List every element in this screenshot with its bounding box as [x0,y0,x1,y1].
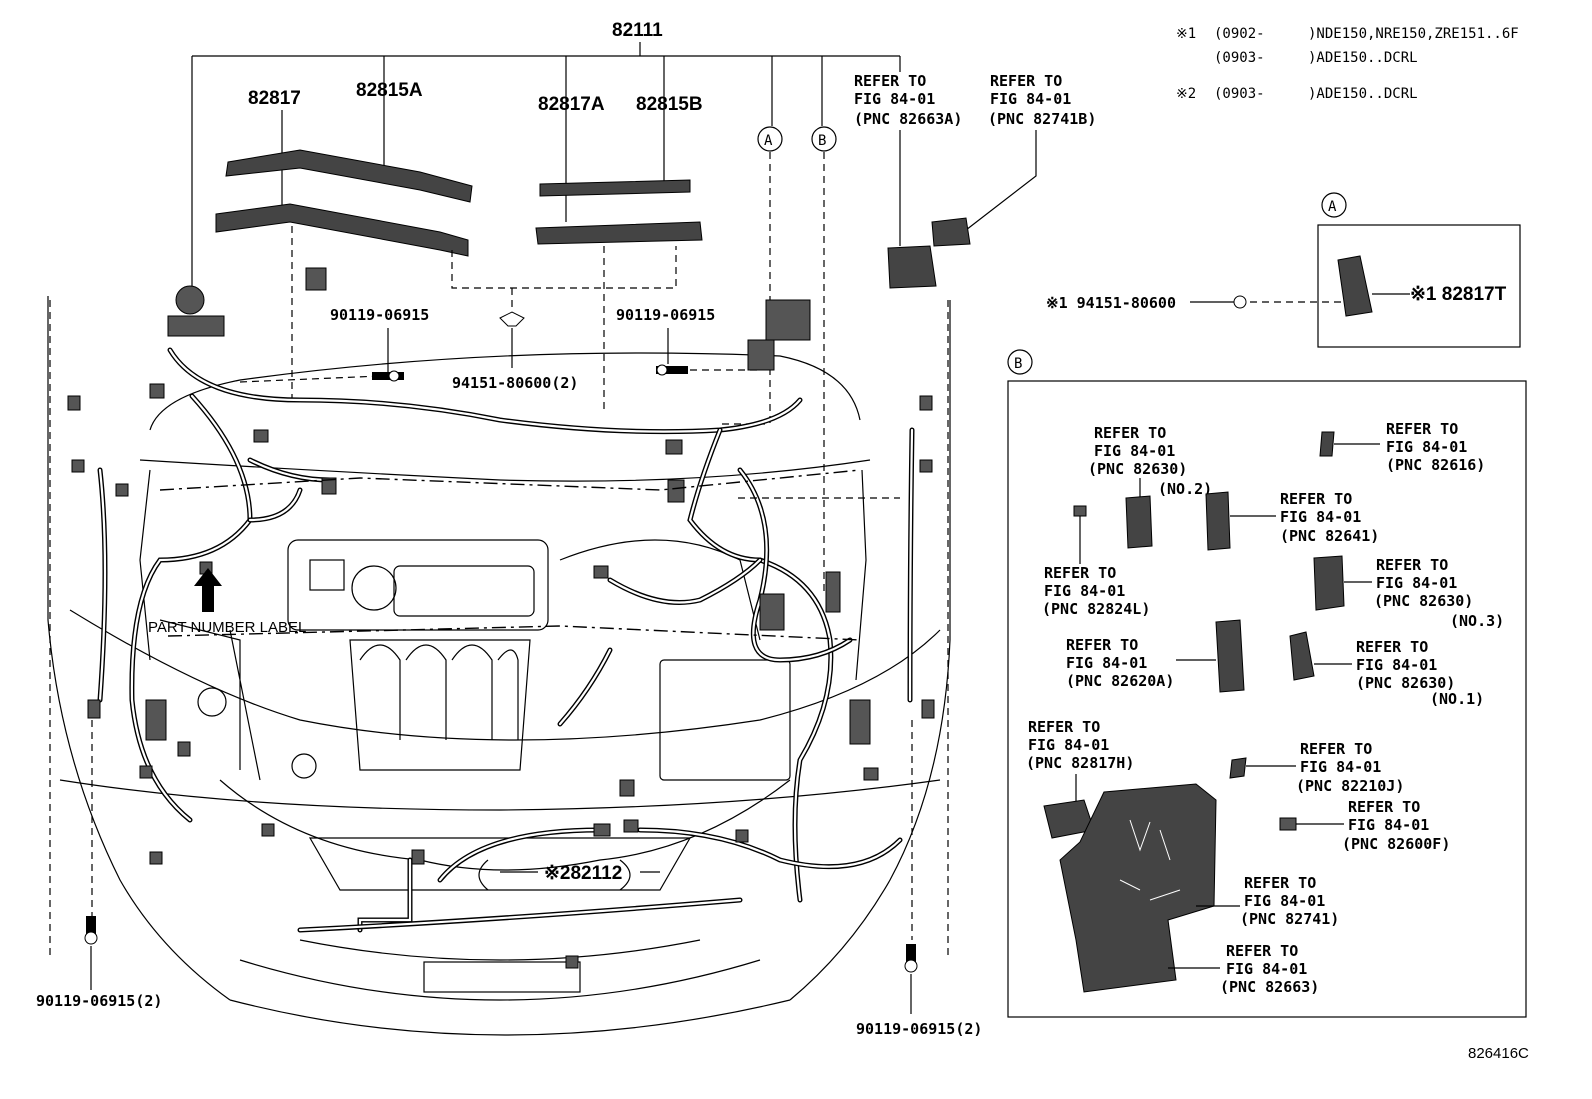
svg-text:(NO.2): (NO.2) [1158,480,1212,498]
svg-text:B: B [1014,356,1022,372]
svg-text:(PNC 82641): (PNC 82641) [1280,527,1379,545]
svg-text:A: A [764,133,773,149]
svg-text:FIG 84-01: FIG 84-01 [990,90,1071,108]
svg-text:FIG 84-01: FIG 84-01 [1226,960,1307,978]
engine-bay-outline [47,296,951,1036]
svg-text:90119-06915(2): 90119-06915(2) [856,1020,982,1038]
svg-text:REFER TO: REFER TO [1044,564,1116,582]
protector-82815b [539,179,691,197]
svg-text:(PNC 82741): (PNC 82741) [1240,910,1339,928]
bolt-bottom-left: 90119-06915(2) [36,916,162,1010]
svg-text:(PNC 82600F): (PNC 82600F) [1342,835,1450,853]
svg-text:90119-06915(2): 90119-06915(2) [36,992,162,1010]
svg-text:REFER TO: REFER TO [1094,424,1166,442]
detail-a: A ※1 94151-80600 ※1 82817T [1046,192,1521,348]
svg-text:(0902-: (0902- [1214,26,1265,42]
svg-text:FIG 84-01: FIG 84-01 [1028,736,1109,754]
protector-82815a [225,149,473,203]
bolt-center-right: 90119-06915 [616,306,760,376]
bracket-82817t-label: ※1 82817T [1410,284,1507,305]
svg-text:REFER TO: REFER TO [1244,874,1316,892]
bolt-center-left: 90119-06915 [330,306,429,382]
svg-text:)ADE150..DCRL: )ADE150..DCRL [1308,50,1418,66]
svg-text:(PNC 82663A): (PNC 82663A) [854,110,962,128]
harness-connectors [67,267,935,969]
part-82817a-label: 82817A [538,94,605,115]
applicability-notes: ※1 (0902- )NDE150,NRE150,ZRE151..6F (090… [1176,26,1519,102]
figure-code: 826416C [1468,1045,1529,1062]
svg-text:※282112: ※282112 [544,863,622,884]
clip-94151-label: ※1 94151-80600 [1046,294,1176,312]
svg-text:(PNC 82620A): (PNC 82620A) [1066,672,1174,690]
svg-text:FIG 84-01: FIG 84-01 [1376,574,1457,592]
svg-text:(PNC 82663): (PNC 82663) [1220,978,1319,996]
part-number-label-text: PART NUMBER LABEL [148,619,306,636]
svg-text:※1: ※1 [1176,26,1196,42]
svg-text:FIG 84-01: FIG 84-01 [854,90,935,108]
svg-text:)ADE150..DCRL: )ADE150..DCRL [1308,86,1418,102]
svg-text:FIG 84-01: FIG 84-01 [1044,582,1125,600]
svg-text:(PNC 82630): (PNC 82630) [1088,460,1187,478]
part-82815a-label: 82815A [356,80,423,101]
svg-text:REFER TO: REFER TO [1300,740,1372,758]
svg-text:(PNC 82210J): (PNC 82210J) [1296,777,1404,795]
svg-text:A: A [1328,199,1337,215]
svg-text:(PNC 82741B): (PNC 82741B) [988,110,1096,128]
bolt-bottom-right: 90119-06915(2) [856,944,982,1038]
svg-text:※2: ※2 [1176,86,1196,102]
svg-text:REFER TO: REFER TO [1386,420,1458,438]
svg-text:FIG 84-01: FIG 84-01 [1066,654,1147,672]
part-82111-leader [191,42,901,300]
svg-text:FIG 84-01: FIG 84-01 [1244,892,1325,910]
svg-text:(PNC 82824L): (PNC 82824L) [1042,600,1150,618]
svg-text:REFER TO: REFER TO [1356,638,1428,656]
svg-text:REFER TO: REFER TO [1226,942,1298,960]
svg-text:FIG 84-01: FIG 84-01 [1094,442,1175,460]
svg-text:FIG 84-01: FIG 84-01 [1300,758,1381,776]
svg-text:90119-06915: 90119-06915 [616,306,715,324]
svg-text:(0903-: (0903- [1214,50,1265,66]
part-number-label-arrow [194,568,222,612]
svg-text:B: B [818,133,826,149]
svg-text:REFER TO: REFER TO [1066,636,1138,654]
svg-text:(PNC 82630): (PNC 82630) [1356,674,1455,692]
top-ref-82741b: REFER TO FIG 84-01 (PNC 82741B) [931,72,1096,247]
svg-text:(NO.3): (NO.3) [1450,612,1504,630]
top-ref-82663a: REFER TO FIG 84-01 (PNC 82663A) [854,72,962,289]
engine-bay-dashlines [49,300,949,960]
svg-text:(PNC 82817H): (PNC 82817H) [1026,754,1134,772]
callout-b: B [811,126,837,594]
svg-text:(NO.1): (NO.1) [1430,690,1484,708]
svg-text:)NDE150,NRE150,ZRE151..6F: )NDE150,NRE150,ZRE151..6F [1308,26,1519,42]
svg-text:FIG 84-01: FIG 84-01 [1280,508,1361,526]
svg-text:(PNC 82630): (PNC 82630) [1374,592,1473,610]
clip-dash-guides [291,226,677,412]
callout-a: A [722,126,783,425]
svg-text:REFER TO: REFER TO [1280,490,1352,508]
part-82815b-label: 82815B [636,94,703,115]
engine [159,539,791,781]
svg-text:REFER TO: REFER TO [990,72,1062,90]
sub-harness-82112: ※282112 [478,859,660,891]
svg-text:FIG 84-01: FIG 84-01 [1356,656,1437,674]
svg-text:REFER TO: REFER TO [1376,556,1448,574]
svg-text:(0903-: (0903- [1214,86,1265,102]
svg-text:REFER TO: REFER TO [1348,798,1420,816]
svg-text:FIG 84-01: FIG 84-01 [1386,438,1467,456]
clip-center: 94151-80600(2) [452,311,578,392]
protector-82817a [535,221,703,245]
svg-text:REFER TO: REFER TO [1028,718,1100,736]
part-82111-label: 82111 [612,20,663,41]
detail-b: B REFER TO FIG 84-01 (PNC 82630) (NO.2) … [1007,349,1527,1018]
svg-text:(PNC 82616): (PNC 82616) [1386,456,1485,474]
harness-runs [97,347,915,933]
svg-text:94151-80600(2): 94151-80600(2) [452,374,578,392]
svg-text:REFER TO: REFER TO [854,72,926,90]
svg-text:FIG 84-01: FIG 84-01 [1348,816,1429,834]
part-82817-label: 82817 [248,88,301,109]
svg-text:90119-06915: 90119-06915 [330,306,429,324]
protector-82817 [215,203,469,257]
